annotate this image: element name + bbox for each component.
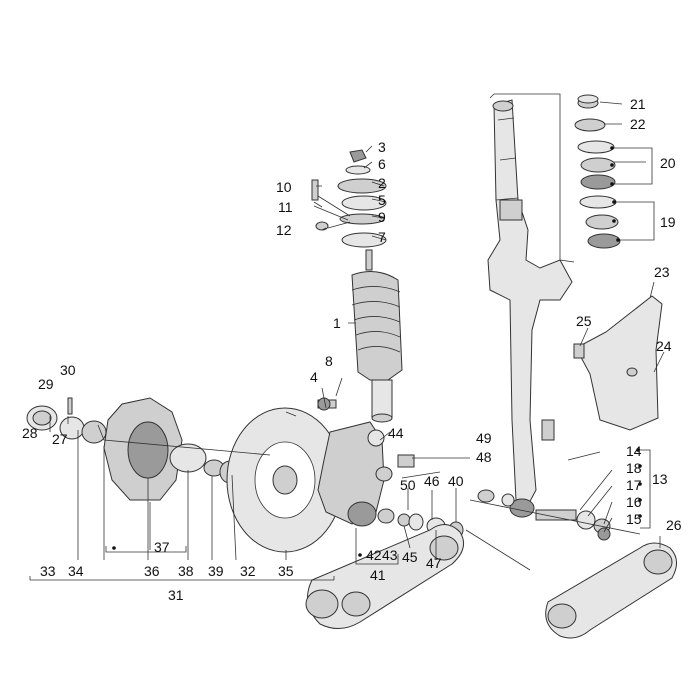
callout-27: 27 — [52, 431, 68, 447]
callout-15: 15 — [626, 511, 642, 527]
callout-8: 8 — [325, 353, 333, 369]
callout-6: 6 — [378, 156, 386, 172]
swing-link — [305, 524, 677, 639]
callout-24: 24 — [656, 338, 672, 354]
callout-32: 32 — [240, 563, 256, 579]
callout-45: 45 — [402, 549, 418, 565]
callout-1: 1 — [333, 315, 341, 331]
callout-18: 18 — [626, 460, 642, 476]
headset-bearing-parts — [574, 94, 621, 249]
reference-dots — [112, 146, 642, 557]
shock-absorber — [311, 149, 403, 423]
brake-disc — [226, 407, 344, 553]
callout-16: 16 — [626, 494, 642, 510]
callout-43: 43 — [382, 547, 398, 563]
callout-labels: 1 2 3 4 5 6 7 8 9 10 11 12 13 14 15 16 1… — [22, 96, 682, 603]
callout-10: 10 — [276, 179, 292, 195]
callout-4: 4 — [310, 369, 318, 385]
callout-19: 19 — [660, 214, 676, 230]
callout-30: 30 — [60, 362, 76, 378]
callout-22: 22 — [630, 116, 646, 132]
callout-42: 42 — [366, 547, 382, 563]
steering-tube — [487, 99, 573, 518]
callout-9: 9 — [378, 209, 386, 225]
callout-46: 46 — [424, 473, 440, 489]
callout-14: 14 — [626, 443, 642, 459]
callout-20: 20 — [660, 155, 676, 171]
callout-11: 11 — [278, 199, 293, 215]
callout-21: 21 — [630, 96, 646, 112]
callout-48: 48 — [476, 449, 492, 465]
steering-tube-bracket — [489, 93, 575, 263]
callout-31: 31 — [168, 587, 184, 603]
callout-29: 29 — [38, 376, 54, 392]
callout-23: 23 — [654, 264, 670, 280]
callout-37: 37 — [154, 539, 170, 555]
callout-7: 7 — [378, 229, 386, 245]
callout-41: 41 — [370, 567, 386, 583]
callout-3: 3 — [378, 139, 386, 155]
callout-47: 47 — [426, 555, 442, 571]
callout-26: 26 — [666, 517, 682, 533]
callout-49: 49 — [476, 430, 492, 446]
callout-34: 34 — [68, 563, 84, 579]
leader-lines — [29, 101, 665, 581]
callout-2: 2 — [378, 175, 386, 191]
callout-28: 28 — [22, 425, 38, 441]
callout-13: 13 — [652, 471, 668, 487]
callout-5: 5 — [378, 192, 386, 208]
mudguard — [573, 295, 663, 431]
callout-17: 17 — [626, 477, 642, 493]
callout-12: 12 — [276, 222, 292, 238]
callout-25: 25 — [576, 313, 592, 329]
callout-44: 44 — [388, 425, 404, 441]
callout-39: 39 — [208, 563, 224, 579]
callout-36: 36 — [144, 563, 160, 579]
callout-33: 33 — [40, 563, 56, 579]
callout-50: 50 — [400, 477, 416, 493]
shock-mount-brackets — [313, 195, 351, 229]
callout-35: 35 — [278, 563, 294, 579]
callout-38: 38 — [178, 563, 194, 579]
wheel-hub — [26, 397, 241, 501]
callout-40: 40 — [448, 473, 464, 489]
fork-arm — [317, 397, 415, 527]
